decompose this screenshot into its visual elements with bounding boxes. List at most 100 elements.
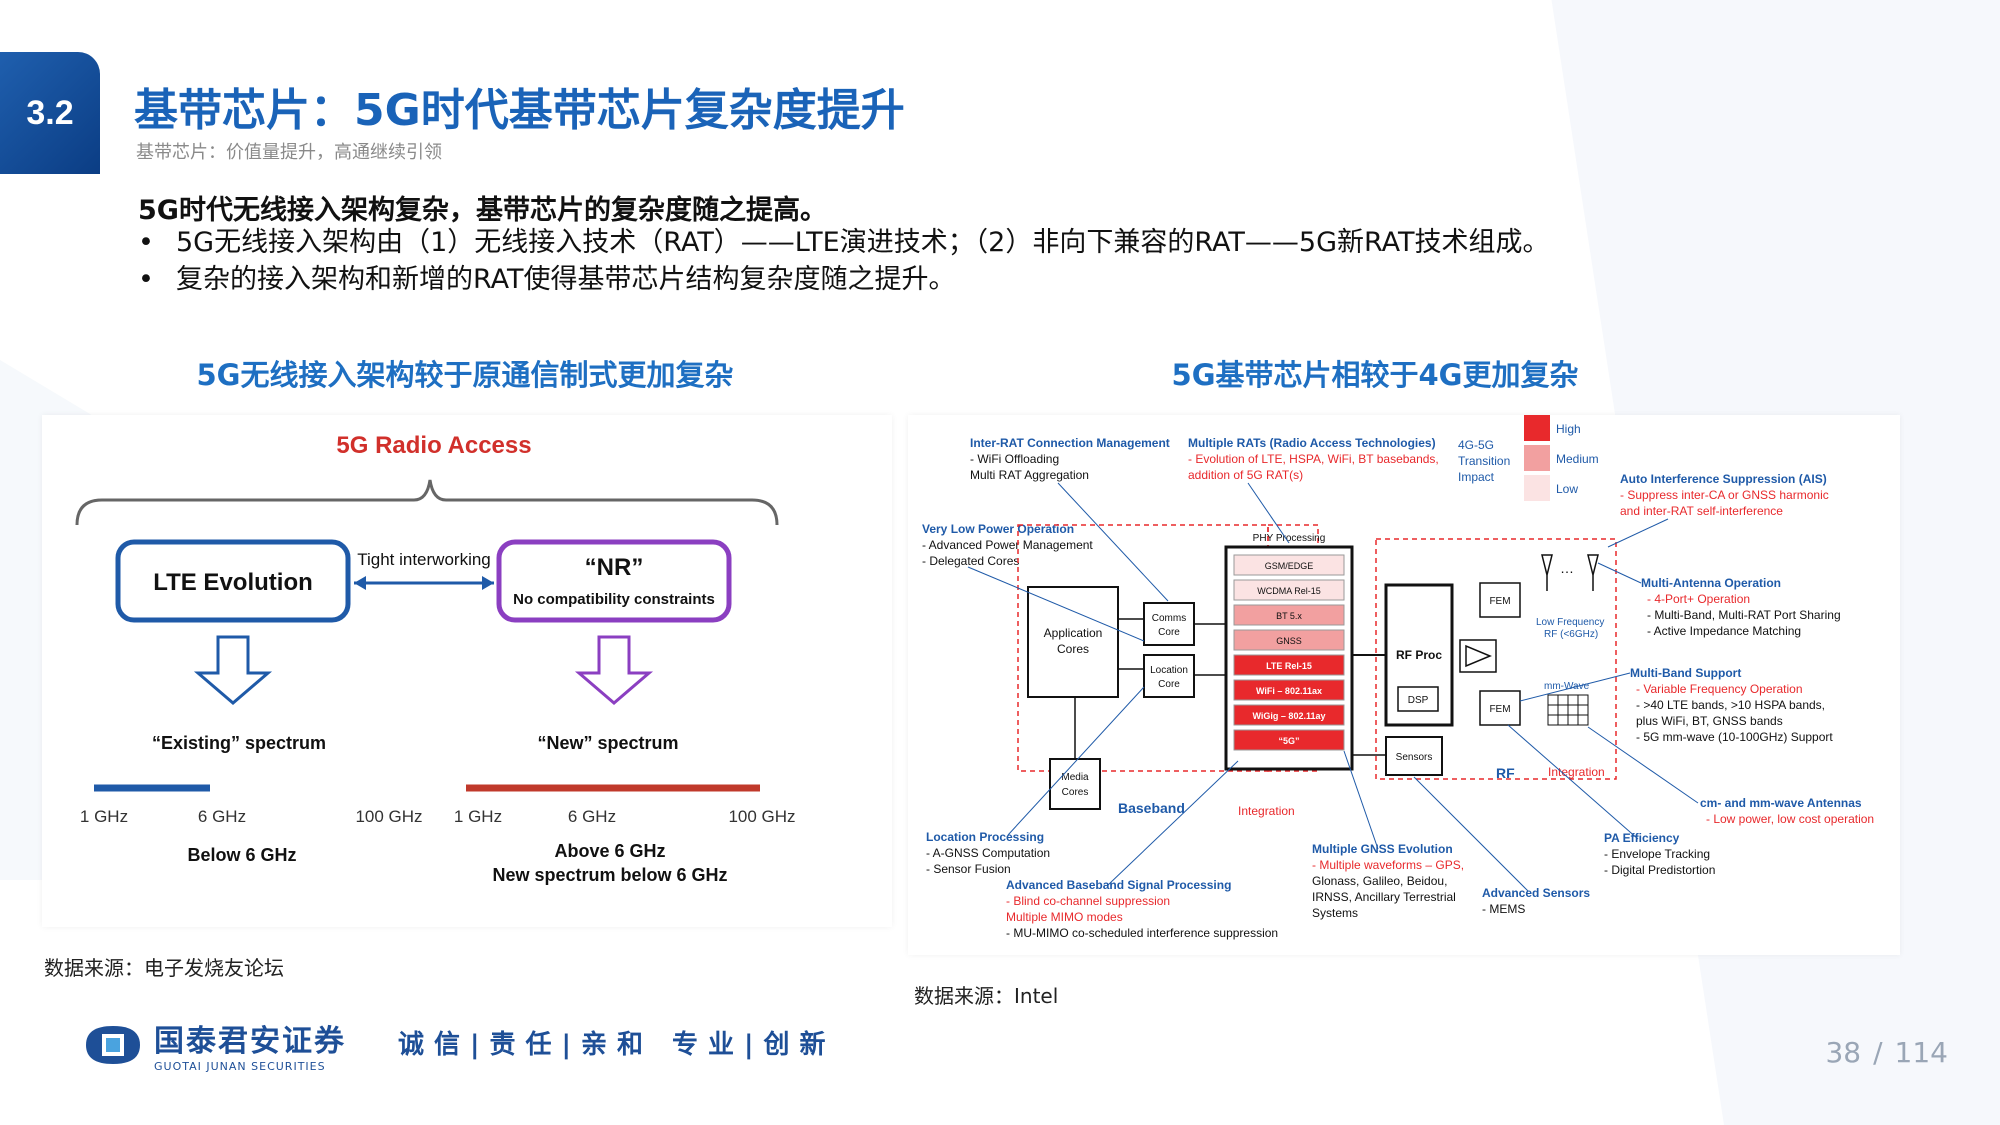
down-arrow-existing [193, 635, 273, 705]
annotation-item: - A-GNSS Computation [926, 846, 1050, 860]
phy-title: PHY Processing [1253, 533, 1326, 544]
legend-swatch-medium [1524, 445, 1550, 471]
phy-row: LTE Rel-15 [1266, 661, 1312, 671]
annotation-title: Inter-RAT Connection Management [970, 436, 1170, 450]
annotation-item: - WiFi Offloading [970, 452, 1059, 466]
annotation-item: Systems [1312, 906, 1358, 920]
annotation-item: Multiple MIMO modes [1006, 910, 1123, 924]
annotation-item: and inter-RAT self-interference [1620, 504, 1783, 518]
rf-region [1375, 538, 1617, 780]
annotation-item: - Multiple waveforms – GPS, [1312, 858, 1464, 872]
antenna-icon [1541, 554, 1599, 591]
lte-evolution-label: LTE Evolution [153, 569, 313, 596]
page-separator: / [1873, 1036, 1883, 1069]
right-figure-source: 数据来源：Intel [914, 984, 1059, 1008]
logo-mark-icon [86, 1025, 140, 1064]
legend-label: Low [1556, 482, 1578, 496]
low-frequency-label: RF (<6GHz) [1544, 629, 1598, 640]
nr-title: “NR” [585, 554, 644, 581]
box-label: Location [1150, 665, 1188, 676]
annotation-item: - Envelope Tracking [1604, 847, 1710, 861]
page-title: 基带芯片：5G时代基带芯片复杂度提升 [134, 85, 905, 136]
box-label: Core [1158, 627, 1180, 638]
annotation-item: - Variable Frequency Operation [1636, 682, 1803, 696]
box-label: Comms [1152, 613, 1186, 624]
company-logo: 国泰君安证券 GUOTAI JUNAN SECURITIES [82, 1016, 346, 1073]
axis-tick: 6 GHz [198, 807, 246, 826]
phy-row: WCDMA Rel-15 [1257, 586, 1321, 596]
media-cores-box [1049, 758, 1101, 810]
baseband-label: Baseband [1118, 800, 1185, 816]
box-label: DSP [1408, 695, 1429, 706]
above-6ghz-label: Above 6 GHz [554, 841, 665, 861]
logo-english-name: GUOTAI JUNAN SECURITIES [154, 1060, 326, 1073]
bullet-list: 5G无线接入架构由（1）无线接入技术（RAT）——LTE演进技术；（2）非向下兼… [138, 224, 1550, 298]
pointer-lines [967, 482, 1699, 892]
annotation-title: Multiple GNSS Evolution [1312, 842, 1453, 856]
box-label: FEM [1489, 704, 1510, 715]
box-label: Application [1044, 626, 1103, 640]
annotation-item: - Digital Predistortion [1604, 863, 1715, 877]
right-figure-title: 5G基带芯片相较于4G更加复杂 [1171, 358, 1579, 392]
annotation-item: - Active Impedance Matching [1647, 624, 1801, 638]
antenna-ellipsis: … [1560, 560, 1574, 576]
annotation-title: cm- and mm-wave Antennas [1700, 796, 1862, 810]
rf-label: RF [1496, 765, 1515, 781]
integration-label: Integration [1548, 765, 1605, 779]
phy-row: WiGig – 802.11ay [1253, 711, 1326, 721]
legend-title: Transition [1458, 454, 1510, 468]
phy-row: GNSS [1276, 636, 1302, 646]
annotation-item: - Delegated Cores [922, 554, 1019, 568]
application-cores-box [1027, 586, 1119, 698]
box-label: RF Proc [1396, 648, 1442, 662]
annotation-item: - Sensor Fusion [926, 862, 1011, 876]
box-label: Cores [1057, 642, 1089, 656]
annotation-title: Multiple RATs (Radio Access Technologies… [1188, 436, 1436, 450]
integration-label: Integration [1238, 804, 1295, 818]
annotation-item: - MU-MIMO co-scheduled interference supp… [1006, 926, 1278, 940]
annotation-item: - Low power, low cost operation [1706, 812, 1874, 826]
phy-row: BT 5.x [1276, 611, 1302, 621]
annotation-item: Multi RAT Aggregation [970, 468, 1089, 482]
phy-row: WiFi – 802.11ax [1256, 686, 1322, 696]
lead-statement: 5G时代无线接入架构复杂，基带芯片的复杂度随之提高。 [138, 195, 827, 226]
comms-core-box [1143, 602, 1195, 646]
total-pages: 114 [1894, 1036, 1948, 1069]
annotation-item: Glonass, Galileo, Beidou, [1312, 874, 1447, 888]
annotation-item: plus WiFi, BT, GNSS bands [1636, 714, 1783, 728]
annotation-item: - Multi-Band, Multi-RAT Port Sharing [1647, 608, 1841, 622]
axis-tick: 1 GHz [454, 807, 502, 826]
sensors-box [1385, 736, 1443, 776]
axis-tick: 6 GHz [568, 807, 616, 826]
annotation-item: - MEMS [1482, 902, 1525, 916]
radio-access-figure: 5G Radio Access LTE Evolution Tight inte… [42, 415, 892, 927]
annotation-title: Multi-Band Support [1630, 666, 1741, 680]
interworking-label: Tight interworking [357, 550, 491, 569]
mm-wave-label: mm-Wave [1544, 681, 1590, 692]
phy-row: “5G” [1278, 736, 1299, 746]
box-label: Core [1158, 679, 1180, 690]
box-label: Media [1061, 772, 1089, 783]
location-core-box [1143, 654, 1195, 698]
nr-box [496, 539, 732, 623]
down-arrow-new [574, 635, 654, 705]
annotation-title: Very Low Power Operation [922, 522, 1074, 536]
legend-swatch-low [1524, 475, 1550, 501]
brace-bracket [75, 479, 779, 526]
annotation-item: - Suppress inter-CA or GNSS harmonic [1620, 488, 1829, 502]
annotation-title: Multi-Antenna Operation [1641, 576, 1781, 590]
lte-evolution-box [115, 539, 351, 623]
annotation-item: - Evolution of LTE, HSPA, WiFi, BT baseb… [1188, 452, 1439, 466]
annotation-item: - Advanced Power Management [922, 538, 1093, 552]
phy-row: GSM/EDGE [1265, 561, 1314, 571]
below-6ghz-label: Below 6 GHz [187, 845, 296, 865]
existing-spectrum-label: “Existing” spectrum [152, 733, 326, 753]
left-figure-title: 5G无线接入架构较于原通信制式更加复杂 [196, 358, 734, 392]
nr-subtitle: No compatibility constraints [513, 591, 715, 608]
annotation-item: addition of 5G RAT(s) [1188, 468, 1303, 482]
page-subtitle: 基带芯片：价值量提升，高通继续引领 [136, 142, 442, 163]
current-page: 38 [1825, 1036, 1862, 1069]
annotation-item: - 4-Port+ Operation [1647, 592, 1750, 606]
page-indicator: 38 / 114 [1819, 1036, 1954, 1069]
legend-swatch-high [1524, 415, 1550, 441]
